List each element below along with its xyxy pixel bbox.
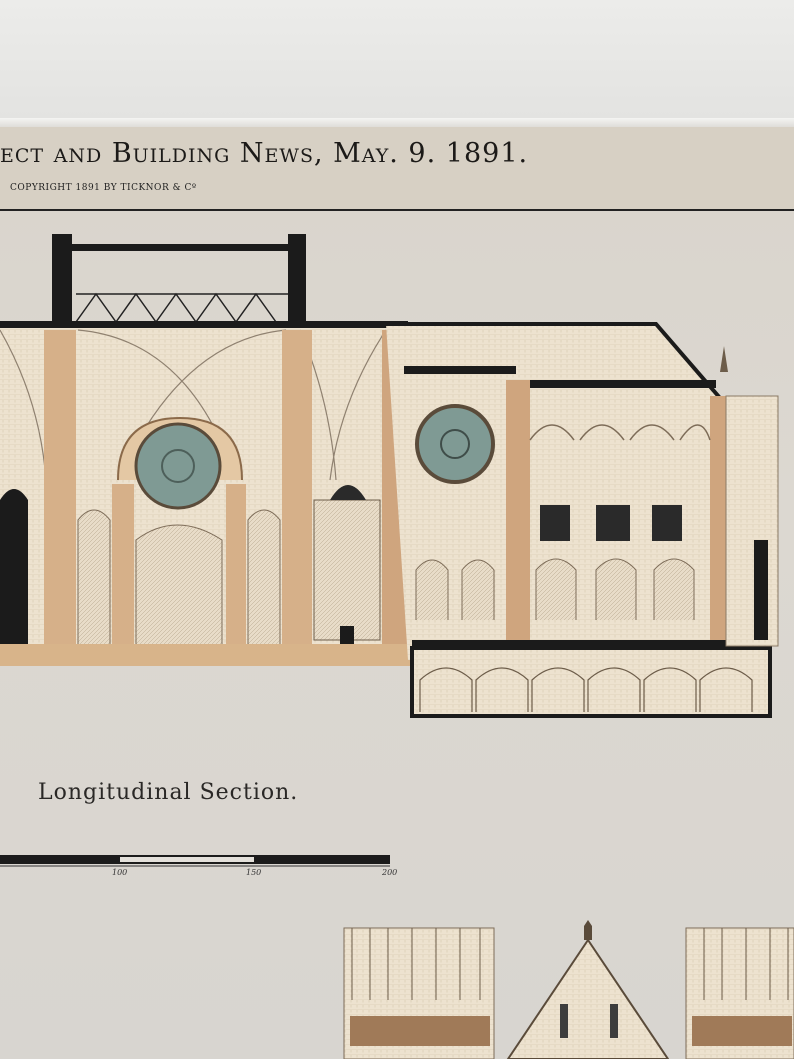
nave-section — [0, 321, 412, 666]
scale-label-100: 100 — [112, 868, 128, 877]
masthead-title: ect and Building News, May. 9. 1891. — [0, 138, 529, 169]
scale-label-150: 150 — [246, 868, 262, 877]
choir-section — [386, 322, 768, 660]
mat-bevel — [0, 118, 794, 128]
copyright-line: COPYRIGHT 1891 BY TICKNOR & Cº — [10, 183, 197, 193]
lower-elevations — [343, 920, 794, 1059]
tower-section — [52, 234, 306, 326]
crypt-section — [410, 646, 772, 718]
section-caption: Longitudinal Section. — [38, 780, 299, 805]
scale-bar — [0, 855, 390, 867]
east-apse — [720, 346, 779, 647]
header-band — [0, 127, 794, 211]
mat-board — [0, 0, 794, 118]
scale-label-200: 200 — [382, 868, 398, 877]
